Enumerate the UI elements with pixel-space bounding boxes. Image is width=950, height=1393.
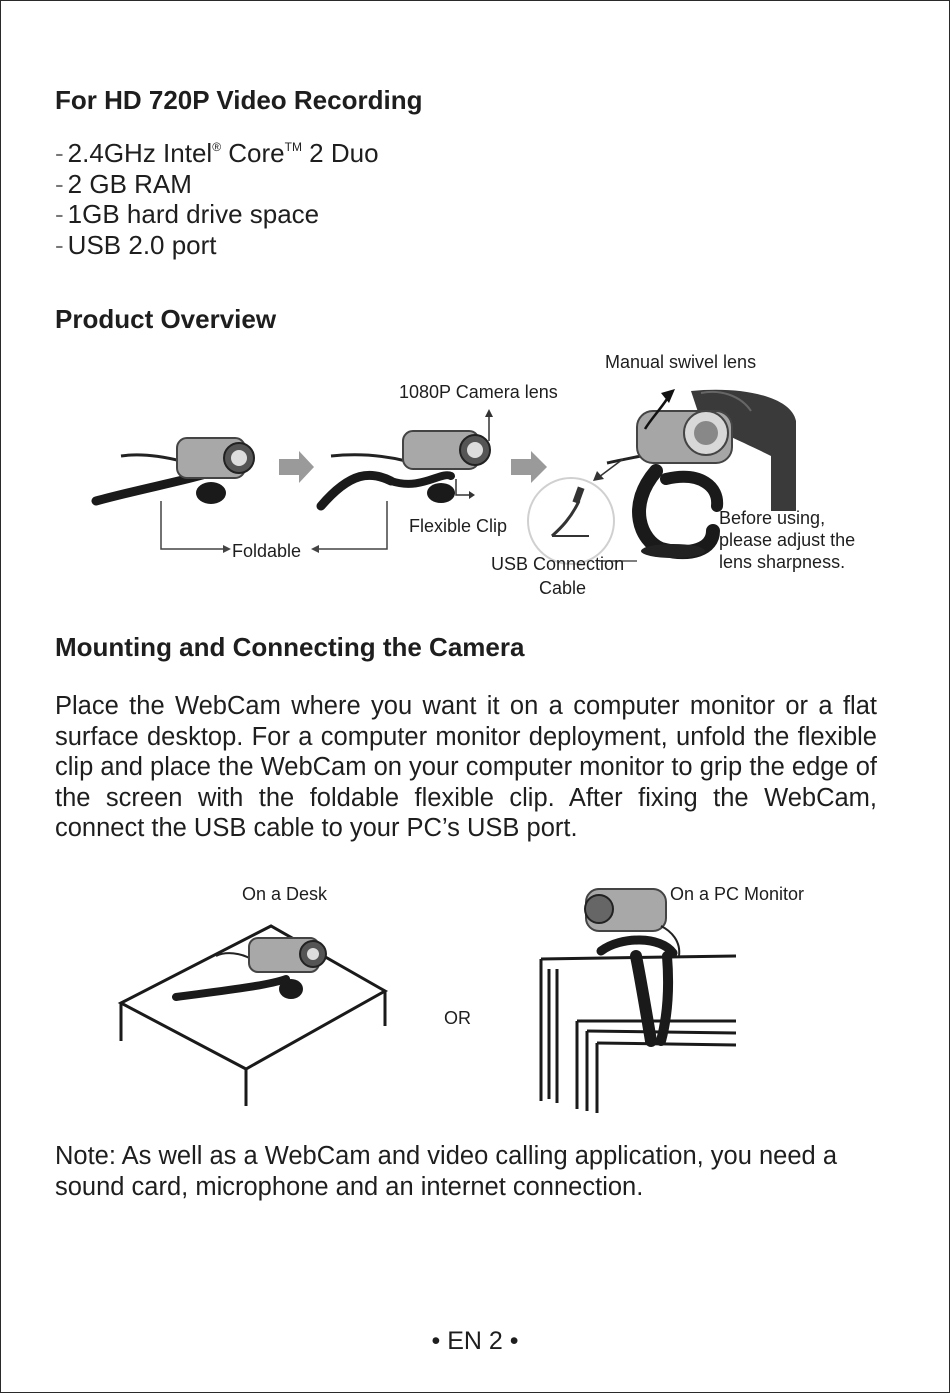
list-item: -USB 2.0 port — [55, 229, 217, 260]
list-item: -2.4GHz Intel® CoreTM 2 Duo — [55, 138, 379, 168]
product-overview-illustration — [91, 389, 796, 565]
usb-cable-label-line1: USB Connection — [491, 554, 625, 574]
mounting-illustration — [117, 888, 737, 1113]
desk-label: On a Desk — [242, 884, 328, 904]
before-using-line1: Before using, — [719, 508, 826, 528]
flexible-clip-label: Flexible Clip — [409, 516, 508, 536]
page-number: • EN 2 • — [431, 1327, 519, 1355]
desk-icon — [117, 924, 389, 1106]
or-label: OR — [444, 1008, 471, 1028]
list-item: -1GB hard drive space — [55, 199, 320, 229]
mounting-paragraph: Place the WebCam where you want it on a … — [55, 692, 877, 842]
requirements-list: -2.4GHz Intel® CoreTM 2 Duo -2 GB RAM -1… — [55, 132, 379, 260]
before-using-line2: please adjust the — [719, 530, 856, 550]
list-item: -2 GB RAM — [55, 168, 192, 199]
overview-heading: Product Overview — [55, 304, 277, 334]
mounting-heading: Mounting and Connecting the Camera — [55, 632, 525, 662]
usb-cable-icon — [527, 477, 615, 565]
arrow-right-icon — [279, 451, 314, 483]
webcam-folded-icon — [91, 437, 255, 506]
usb-cable-label-line2: Cable — [539, 578, 587, 598]
webcam-unfolded-icon — [316, 430, 491, 511]
arrow-right-icon — [511, 451, 547, 483]
monitor-icon — [539, 954, 737, 1113]
webcam-with-hand-icon — [606, 389, 796, 560]
monitor-label: On a PC Monitor — [670, 884, 805, 904]
foldable-label: Foldable — [232, 541, 302, 561]
camera-lens-label: 1080P Camera lens — [399, 382, 558, 402]
requirements-heading: For HD 720P Video Recording — [55, 85, 423, 115]
swivel-lens-label: Manual swivel lens — [605, 352, 757, 372]
note-paragraph: Note: As well as a WebCam and video call… — [55, 1142, 837, 1201]
webcam-on-desk-icon — [172, 937, 327, 1001]
webcam-on-monitor-icon — [584, 888, 681, 1047]
before-using-line3: lens sharpness. — [719, 552, 846, 572]
